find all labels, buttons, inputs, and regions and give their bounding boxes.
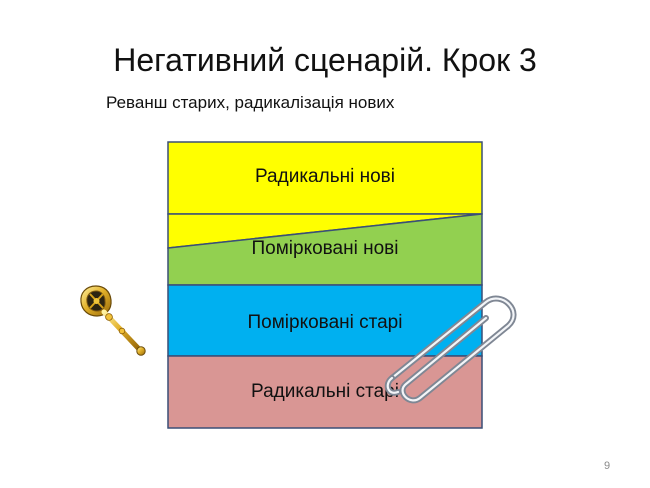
layer-radical-new-band: [167, 141, 483, 215]
paperclip-icon: [384, 295, 517, 404]
layer-label-moderate-old: Поміркованi старі: [247, 312, 403, 333]
layer-label-radical-new: Радикальні нові: [255, 166, 395, 187]
layer-label-radical-old: Радикальні старі: [251, 381, 399, 402]
page-number: 9: [604, 460, 611, 472]
slide-title: Негативний сценарій. Крок 3: [113, 42, 537, 78]
scepter-icon: [80, 285, 146, 356]
layer-label-moderate-new: Поміркованi нові: [251, 238, 399, 259]
slide-subtitle: Реванш старих, радикалізація нових: [106, 93, 395, 112]
